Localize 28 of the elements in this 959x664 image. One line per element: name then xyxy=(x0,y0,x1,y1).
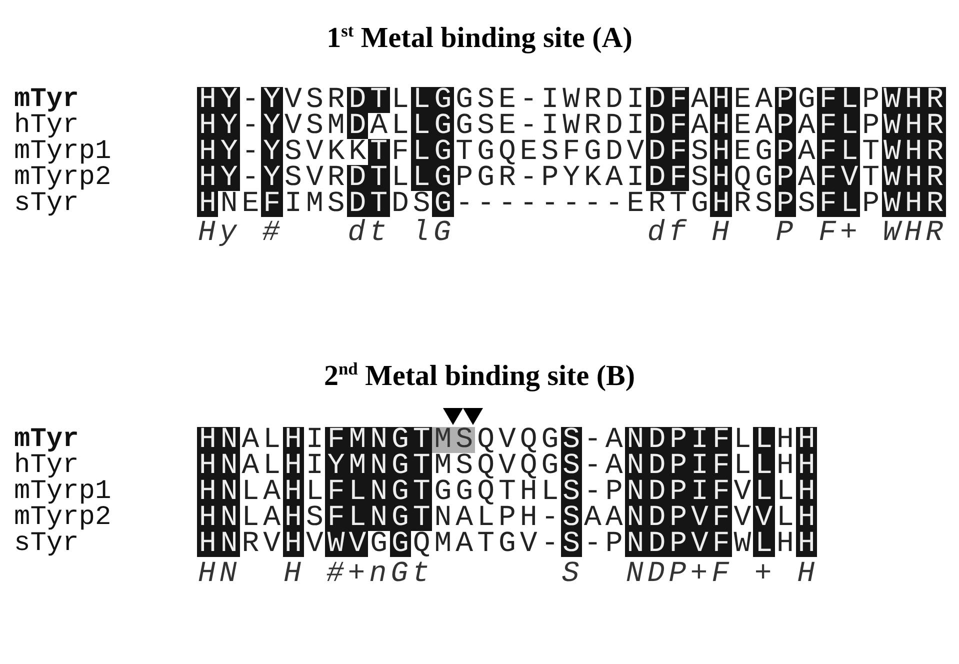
consensus-residues: # xyxy=(262,220,284,246)
consensus-residues: P xyxy=(776,220,798,246)
consensus-residues: H xyxy=(284,561,305,587)
consensus-residues: WHR xyxy=(882,220,948,246)
sequence-name: mTyrp1 xyxy=(14,139,112,165)
consensus-residues: + xyxy=(754,561,776,587)
consensus-residues: #+nGt xyxy=(326,561,434,587)
consensus-residues: S xyxy=(562,561,584,587)
sequence-name: mTyrp1 xyxy=(14,479,112,505)
sequence-name: sTyr xyxy=(14,191,79,217)
sequence-name: hTyr xyxy=(14,113,79,139)
sequence-name: hTyr xyxy=(14,453,79,479)
section-heading: 2$^{nd}$ Metal binding site (B) xyxy=(324,360,635,392)
consensus-residues: NDP+F xyxy=(626,561,734,587)
consensus-residues: lG xyxy=(412,220,455,246)
consensus-residues: Hy xyxy=(198,220,241,246)
sequence-name: mTyr xyxy=(14,427,79,453)
consensus-residues: H xyxy=(797,561,819,587)
sequence-name: mTyrp2 xyxy=(14,165,112,191)
consensus-residues: dt xyxy=(348,220,391,246)
sequence-name: mTyr xyxy=(14,87,79,113)
consensus-residues: df xyxy=(647,220,690,246)
section-heading: 1$^{st}$ Metal binding site (A) xyxy=(326,22,632,54)
consensus-residues: F+ xyxy=(818,220,862,246)
consensus-residues: H xyxy=(712,220,733,246)
sequence-name: mTyrp2 xyxy=(14,505,112,531)
consensus-residues: HN xyxy=(198,561,241,587)
sequence-name: sTyr xyxy=(14,531,79,557)
